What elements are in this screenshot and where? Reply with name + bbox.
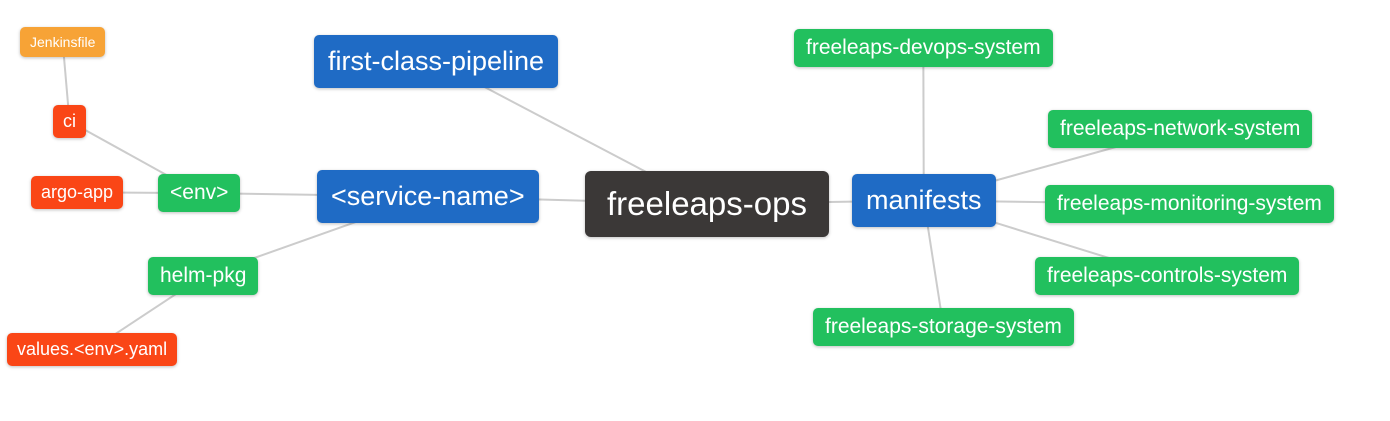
- node-devops-system[interactable]: freeleaps-devops-system: [794, 29, 1053, 68]
- node-monitoring-system[interactable]: freeleaps-monitoring-system: [1045, 185, 1334, 224]
- node-storage-system[interactable]: freeleaps-storage-system: [813, 308, 1074, 347]
- node-service-name[interactable]: <service-name>: [317, 170, 539, 224]
- node-manifests[interactable]: manifests: [852, 174, 996, 228]
- node-controls-system[interactable]: freeleaps-controls-system: [1035, 257, 1300, 296]
- node-jenkinsfile[interactable]: Jenkinsfile: [20, 27, 106, 58]
- node-ci[interactable]: ci: [53, 105, 86, 138]
- node-values-env-yaml[interactable]: values.<env>.yaml: [7, 333, 178, 366]
- node-first-class-pipeline[interactable]: first-class-pipeline: [314, 35, 559, 89]
- node-argo-app[interactable]: argo-app: [31, 176, 124, 209]
- node-helm-pkg[interactable]: helm-pkg: [148, 257, 259, 296]
- node-network-system[interactable]: freeleaps-network-system: [1048, 110, 1313, 149]
- node-freeleaps-ops-root[interactable]: freeleaps-ops: [585, 171, 829, 237]
- node-env[interactable]: <env>: [158, 174, 241, 213]
